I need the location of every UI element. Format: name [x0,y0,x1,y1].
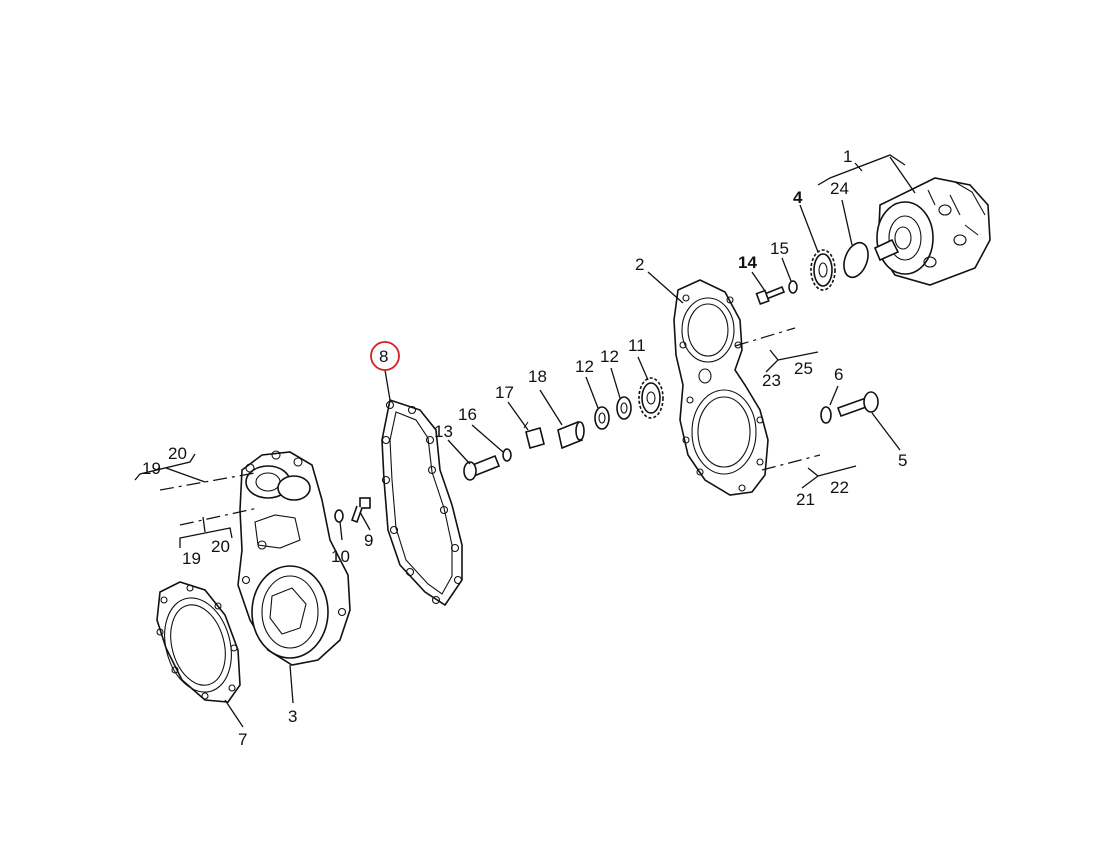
callout-20-lower: 20 [211,537,230,556]
callout-17: 17 [495,383,514,402]
callout-19-upper: 19 [142,459,161,478]
part-2-plate [673,279,769,496]
part-1-pump-assembly [873,177,991,286]
part-16-ring [502,448,512,462]
callout-10: 10 [331,547,350,566]
callout-8: 8 [379,347,388,366]
part-5-bolt [836,391,879,418]
callout-19-lower: 19 [182,549,201,568]
callout-11: 11 [628,336,646,355]
part-17-clip [523,421,545,449]
part-15-washer [788,280,798,294]
part-24-o-ring [843,241,869,279]
callout-12-left: 12 [575,357,594,376]
part-11-gear [638,377,664,419]
part-6-washer [820,406,832,424]
callout-13: 13 [434,422,453,441]
part-9-bolt [350,497,371,524]
callout-18: 18 [528,367,547,386]
callout-8-highlight-circle [370,341,400,371]
part-7-cover-gasket [156,581,241,703]
callout-3: 3 [288,707,297,726]
callout-24: 24 [830,179,849,198]
part-18-sleeve [557,420,585,450]
part-10-washer [334,509,344,523]
callout-5: 5 [898,451,907,470]
callout-12-right: 12 [600,347,619,366]
center-lines [159,327,821,526]
part-14-bolt [755,285,786,306]
callout-22: 22 [830,478,849,497]
callout-7: 7 [238,730,247,749]
callout-labels: 1 2 3 4 5 6 7 8 9 10 11 12 12 13 14 15 1… [142,147,907,749]
part-4-gear [810,249,836,291]
callout-2: 2 [635,255,644,274]
callout-21: 21 [796,490,815,509]
callout-23: 23 [762,371,781,390]
callout-14: 14 [738,253,757,272]
callout-4: 4 [793,188,803,207]
callout-20-upper: 20 [168,444,187,463]
part-13-pin [463,454,501,481]
leader-lines [134,154,916,728]
part-12-bearing-b [594,406,610,430]
callout-25: 25 [794,359,813,378]
part-8-gasket [381,398,463,607]
part-12-bearing-a [616,396,632,420]
callout-6: 6 [834,365,843,384]
callout-15: 15 [770,239,789,258]
part-3-housing [237,450,351,666]
callout-9: 9 [364,531,373,550]
callout-16: 16 [458,405,477,424]
callout-1: 1 [843,147,852,166]
